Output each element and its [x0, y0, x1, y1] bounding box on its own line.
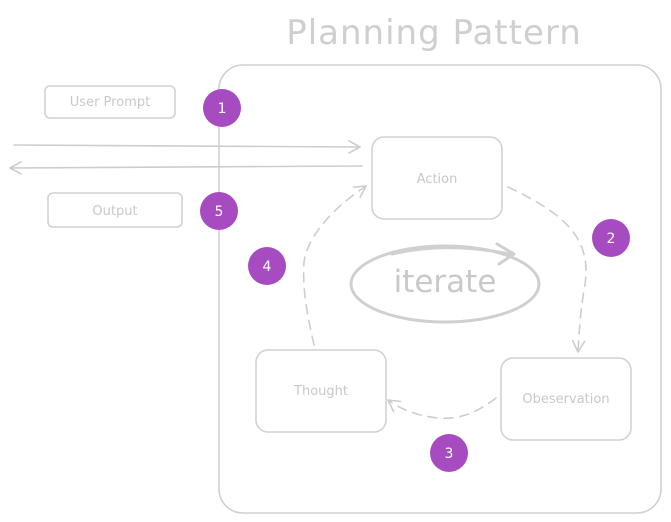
- observation-to-thought-arrow: [387, 397, 497, 420]
- step-badge-4: 4: [248, 247, 286, 285]
- step-badge-2: 2: [592, 219, 630, 257]
- action-label: Action: [417, 172, 458, 187]
- action-to-output-arrow: [9, 161, 363, 175]
- observation-node: Obeservation: [500, 357, 632, 441]
- step-badge-3: 3: [430, 434, 468, 472]
- svg-text:3: 3: [445, 446, 454, 462]
- diagram-title: Planning Pattern: [286, 13, 582, 53]
- step-badge-5: 5: [200, 192, 238, 230]
- step-badge-1: 1: [203, 89, 241, 127]
- user-prompt-box: User Prompt: [44, 85, 176, 119]
- thought-node: Thought: [255, 349, 387, 433]
- iterate-label: iterate: [394, 264, 497, 300]
- output-box: Output: [47, 192, 183, 228]
- svg-text:1: 1: [218, 101, 227, 117]
- user-prompt-label: User Prompt: [70, 95, 150, 110]
- action-to-observation-arrow: [507, 186, 587, 353]
- planning-frame: [218, 64, 662, 514]
- action-node: Action: [371, 136, 503, 220]
- thought-label: Thought: [293, 384, 348, 399]
- svg-text:5: 5: [215, 204, 224, 220]
- thought-to-action-arrow: [302, 185, 367, 346]
- observation-label: Obeservation: [522, 392, 609, 407]
- iterate-loop: iterate: [349, 242, 541, 324]
- svg-text:4: 4: [263, 259, 272, 275]
- svg-text:2: 2: [607, 231, 616, 247]
- prompt-to-action-arrow: [13, 140, 361, 154]
- output-label: Output: [92, 204, 137, 219]
